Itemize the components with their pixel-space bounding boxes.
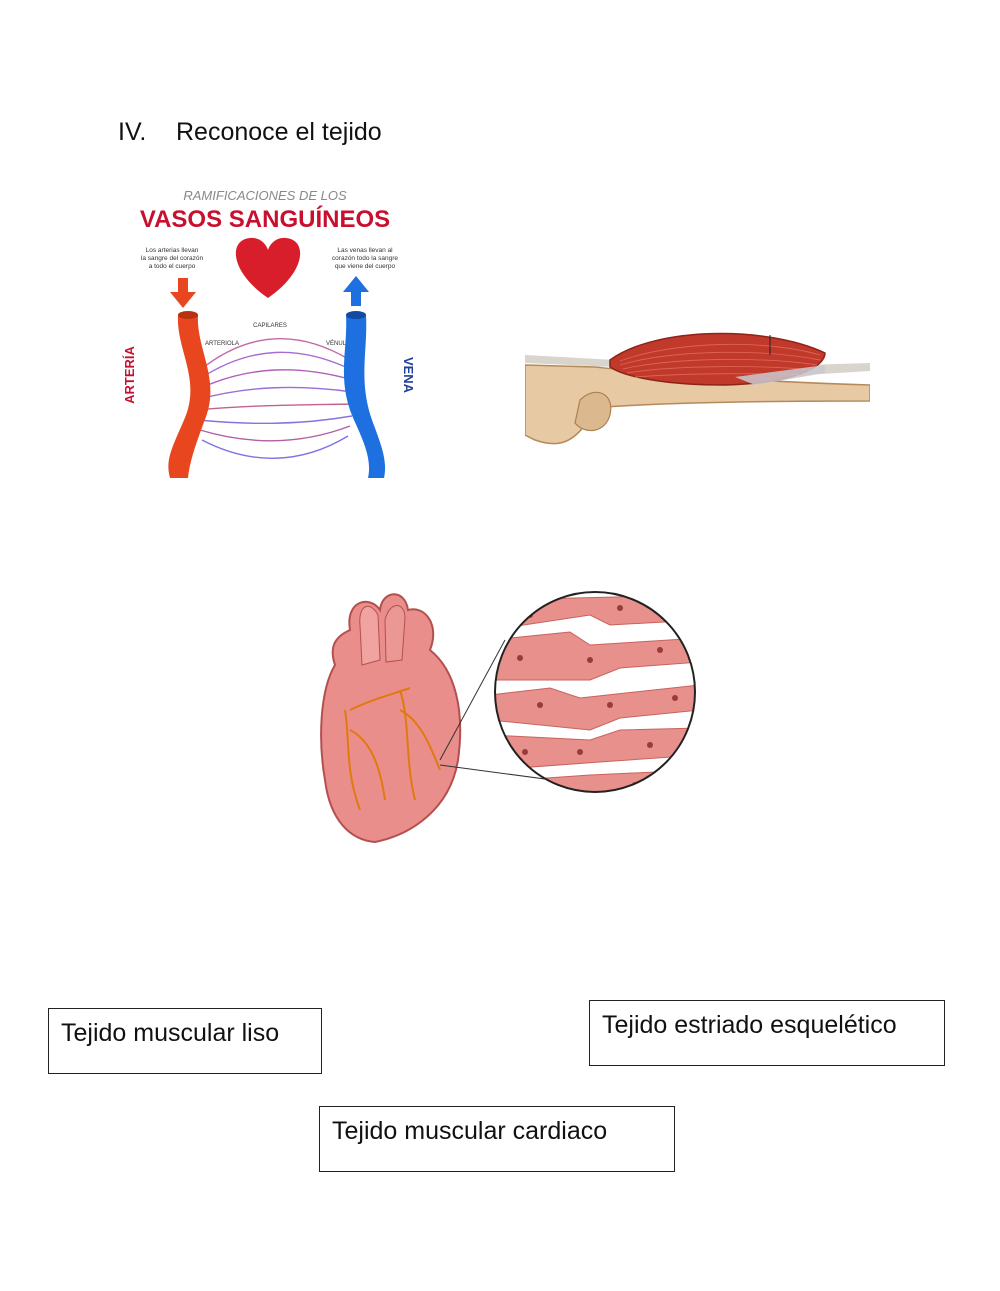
skeletal-muscle-image xyxy=(525,332,870,445)
svg-text:corazón todo la sangre: corazón todo la sangre xyxy=(332,255,399,262)
label-venula: VÉNULA xyxy=(326,340,350,347)
vasos-subtitle: RAMIFICACIONES DE LOS xyxy=(183,188,347,203)
label-capilares: CAPILARES xyxy=(253,323,287,329)
capillary-network xyxy=(195,338,354,459)
label-arteria: ARTERÍA xyxy=(122,346,137,404)
svg-text:a todo el cuerpo: a todo el cuerpo xyxy=(149,263,196,270)
artery-vessel xyxy=(168,315,211,478)
section-heading: IV. Reconoce el tejido xyxy=(118,118,382,147)
svg-text:la sangre del corazón: la sangre del corazón xyxy=(141,255,204,262)
label-arteriola: ARTERIOLA xyxy=(205,341,239,347)
artery-note: Los arterias llevan la sangre del corazó… xyxy=(141,247,204,270)
heart-icon xyxy=(235,237,301,298)
label-tejido-muscular-cardiaco[interactable]: Tejido muscular cardiaco xyxy=(319,1106,675,1172)
label-vena: VENA xyxy=(401,357,416,394)
heart-organ xyxy=(320,593,462,844)
arrow-up-icon xyxy=(343,276,369,306)
label-tejido-muscular-liso[interactable]: Tejido muscular liso xyxy=(48,1008,322,1074)
vein-vessel xyxy=(343,315,386,478)
magnifier-circle xyxy=(494,591,696,793)
vasos-title: VASOS SANGUÍNEOS xyxy=(140,205,390,233)
magnified-tissue xyxy=(495,592,695,792)
svg-text:Las venas llevan al: Las venas llevan al xyxy=(337,247,393,254)
coronary-vessels xyxy=(344,687,441,811)
label-tejido-estriado-esqueletico[interactable]: Tejido estriado esquelético xyxy=(589,1000,945,1066)
arrow-down-icon xyxy=(170,278,196,308)
blood-vessels-image: RAMIFICACIONES DE LOS VASOS SANGUÍNEOS L… xyxy=(122,188,416,478)
svg-text:Los arterias llevan: Los arterias llevan xyxy=(146,247,199,254)
section-title: Reconoce el tejido xyxy=(176,118,382,146)
cardiac-muscle-image xyxy=(320,591,696,844)
zoom-line xyxy=(439,639,506,761)
section-number: IV. xyxy=(118,118,147,146)
svg-text:que viene del cuerpo: que viene del cuerpo xyxy=(335,263,396,270)
vein-note: Las venas llevan al corazón todo la sang… xyxy=(332,247,399,270)
